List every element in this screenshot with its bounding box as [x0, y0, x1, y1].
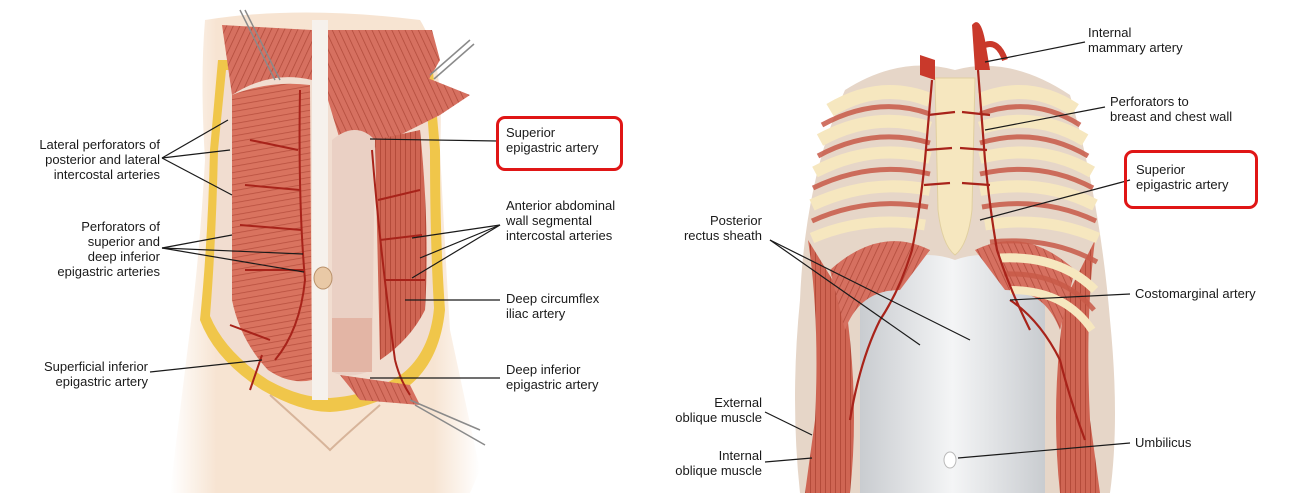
label-superior-epigastric-left: Superior epigastric artery: [506, 125, 598, 155]
label-anterior-abdominal-wall: Anterior abdominal wall segmental interc…: [506, 198, 615, 243]
label-perforators-superior-deep-inferior: Perforators of superior and deep inferio…: [0, 219, 160, 279]
label-posterior-rectus-sheath: Posterior rectus sheath: [660, 213, 762, 243]
label-external-oblique: External oblique muscle: [640, 395, 762, 425]
linea-alba: [312, 20, 328, 400]
label-lateral-perforators: Lateral perforators of posterior and lat…: [0, 137, 160, 182]
left-umbilicus: [314, 267, 332, 289]
label-superior-epigastric-right: Superior epigastric artery: [1136, 162, 1228, 192]
label-deep-circumflex-iliac: Deep circumflex iliac artery: [506, 291, 599, 321]
label-perforators-breast: Perforators to breast and chest wall: [1110, 94, 1232, 124]
label-superficial-inferior-epigastric: Superficial inferior epigastric artery: [0, 359, 148, 389]
label-internal-mammary: Internal mammary artery: [1088, 25, 1183, 55]
label-costomarginal: Costomarginal artery: [1135, 286, 1256, 301]
sternum: [935, 78, 975, 255]
label-internal-oblique: Internal oblique muscle: [640, 448, 762, 478]
arcuate-region: [332, 318, 372, 372]
right-umbilicus: [944, 452, 956, 468]
left-torso-figure: [170, 10, 485, 493]
right-ribcage-figure: [795, 22, 1115, 493]
label-umbilicus: Umbilicus: [1135, 435, 1191, 450]
label-deep-inferior-epigastric: Deep inferior epigastric artery: [506, 362, 598, 392]
